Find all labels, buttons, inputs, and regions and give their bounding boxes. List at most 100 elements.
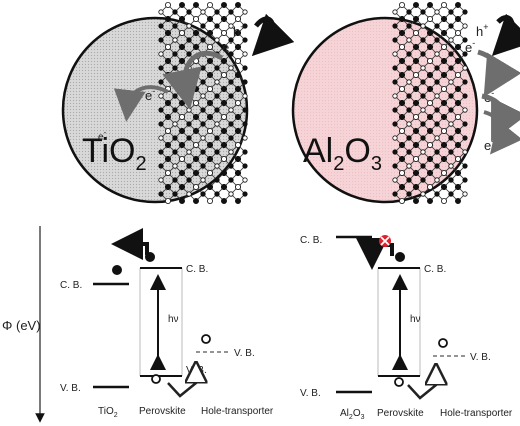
- lattice-atom: [200, 93, 206, 99]
- lattice-atom: [440, 141, 447, 148]
- lattice-atom: [220, 183, 227, 190]
- lattice-atom: [228, 191, 234, 197]
- lattice-atom: [462, 65, 468, 71]
- lattice-atom: [234, 183, 241, 190]
- tio2-band-diagram: C. B. V. B. C. B. V. B. hν V. B. TiO2 Pe…: [60, 228, 274, 419]
- perovskite-hole: [151, 374, 161, 384]
- lattice-atom: [420, 121, 426, 127]
- lattice-atom: [406, 135, 412, 141]
- hole-transfer-arrow-band-right: [407, 374, 436, 400]
- lattice-atom: [406, 121, 412, 127]
- lattice-atom: [214, 79, 220, 85]
- lattice-atom: [398, 86, 405, 93]
- lattice-atom: [454, 100, 461, 107]
- lattice-atom: [426, 86, 433, 93]
- lattice-atom: [214, 177, 220, 183]
- lattice-atom: [426, 127, 433, 134]
- lattice-atom: [440, 183, 447, 190]
- lattice-atom: [440, 197, 447, 204]
- lattice-atom: [178, 127, 185, 134]
- lattice-atom: [228, 177, 234, 183]
- lattice-atom: [206, 2, 213, 8]
- al2o3-vb-label: V. B.: [300, 388, 321, 399]
- htm-vb-label-right: V. B.: [470, 352, 491, 363]
- lattice-atom: [220, 15, 227, 22]
- lattice-atom: [406, 163, 412, 169]
- lattice-atom: [448, 37, 454, 43]
- lattice-atom: [406, 79, 412, 85]
- lattice-atom: [406, 65, 412, 71]
- lattice-atom: [412, 58, 419, 65]
- lattice-atom: [412, 127, 419, 134]
- lattice-atom: [234, 86, 241, 93]
- tio2-label: TiO2: [82, 132, 147, 175]
- lattice-atom: [164, 141, 171, 148]
- lattice-atom: [206, 141, 213, 148]
- lattice-atom: [192, 2, 199, 8]
- lattice-atom: [462, 23, 468, 29]
- electron-label-in: e-: [145, 86, 155, 103]
- al2o3-axis-label: Al2O3: [340, 408, 365, 421]
- lattice-atom: [462, 121, 468, 127]
- hole-transporter-axis-label-right: Hole-transporter: [440, 408, 513, 419]
- lattice-atom: [242, 177, 248, 183]
- lattice-atom: [462, 149, 468, 155]
- lattice-atom: [206, 127, 213, 134]
- lattice-atom: [426, 141, 433, 148]
- lattice-atom: [242, 37, 248, 43]
- lattice-atom: [200, 135, 206, 141]
- lattice-atom: [158, 163, 164, 169]
- lattice-atom: [158, 65, 164, 71]
- lattice-atom: [426, 155, 433, 162]
- lattice-atom: [454, 197, 461, 204]
- lattice-atom: [172, 37, 178, 43]
- lattice-atom: [214, 121, 220, 127]
- lattice-atom: [172, 65, 178, 71]
- lattice-atom: [398, 114, 405, 121]
- lattice-atom: [448, 9, 454, 15]
- hole-transfer-arrow-right: [491, 13, 520, 57]
- lattice-atom: [178, 114, 185, 121]
- hole-label-right: h+: [476, 22, 489, 39]
- lattice-atom: [192, 100, 199, 107]
- lattice-atom: [158, 107, 164, 113]
- lattice-atom: [392, 51, 398, 57]
- lattice-atom: [440, 72, 447, 79]
- lattice-atom: [448, 177, 454, 183]
- lattice-atom: [426, 15, 433, 22]
- lattice-atom: [172, 177, 178, 183]
- lattice-atom: [214, 93, 220, 99]
- lattice-atom: [392, 37, 398, 43]
- lattice-atom: [158, 121, 164, 127]
- electron-injection-arrow: [162, 50, 224, 110]
- lattice-atom: [440, 2, 447, 8]
- lattice-atom: [234, 169, 241, 176]
- lattice-atom: [192, 72, 199, 79]
- lattice-atom: [420, 9, 426, 15]
- lattice-atom: [398, 141, 405, 148]
- lattice-atom: [186, 135, 192, 141]
- lattice-atom: [406, 107, 412, 113]
- lattice-atom: [420, 93, 426, 99]
- lattice-atom: [462, 79, 468, 85]
- lattice-atom: [406, 177, 412, 183]
- lattice-atom: [454, 15, 461, 22]
- lattice-atom: [220, 72, 227, 79]
- lattice-atom: [206, 114, 213, 121]
- lattice-atom: [158, 93, 164, 99]
- lattice-atom: [434, 23, 440, 29]
- lattice-atom: [454, 183, 461, 190]
- lattice-atom: [164, 197, 171, 204]
- lattice-atom: [434, 149, 440, 155]
- lattice-atom: [206, 72, 213, 79]
- lattice-atom: [412, 114, 419, 121]
- lattice-atom: [172, 149, 178, 155]
- perovskite-electron-right: [395, 252, 405, 262]
- lattice-atom: [242, 51, 248, 57]
- lattice-atom: [462, 107, 468, 113]
- lattice-atom: [228, 149, 234, 155]
- lattice-atom: [448, 93, 454, 99]
- lattice-atom: [398, 197, 405, 204]
- lattice-atom: [392, 177, 398, 183]
- lattice-atom: [214, 163, 220, 169]
